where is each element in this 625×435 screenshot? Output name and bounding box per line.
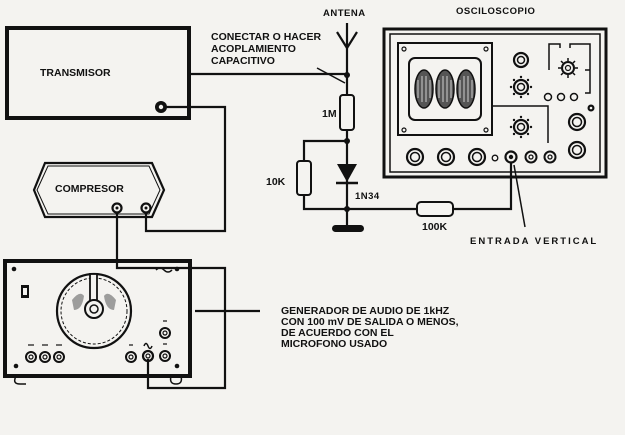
frequency-dial[interactable] bbox=[55, 272, 133, 350]
knob-bottom-2[interactable] bbox=[436, 147, 456, 167]
detector-network: 1M 10K 1N34 100K bbox=[266, 94, 513, 233]
coupling-stub bbox=[316, 67, 346, 84]
compressor-output-jack[interactable] bbox=[140, 202, 152, 214]
sine-output-jack[interactable] bbox=[141, 342, 155, 363]
jack-2[interactable] bbox=[524, 150, 538, 164]
coupling-note-line-1: CONECTAR O HACER bbox=[211, 31, 321, 43]
oscilloscope: OSCILOSCOPIO bbox=[382, 6, 608, 247]
jack-3[interactable] bbox=[543, 150, 557, 164]
coupling-note-line-3: CAPACITIVO bbox=[211, 55, 275, 67]
resistor-1m-label: 1M bbox=[322, 108, 337, 120]
sine-wave-icon bbox=[143, 342, 153, 350]
knob-position-2[interactable] bbox=[509, 115, 533, 139]
antenna-label: ANTENA bbox=[323, 8, 366, 19]
generator-foot-left bbox=[13, 375, 26, 385]
resistor-1m bbox=[339, 94, 355, 131]
resistor-100k bbox=[416, 201, 454, 217]
indicator-lamps bbox=[543, 92, 579, 102]
knob-bottom-1[interactable] bbox=[405, 147, 425, 167]
resistor-10k bbox=[296, 160, 312, 196]
diode-icon bbox=[336, 164, 358, 185]
oscilloscope-label: OSCILOSCOPIO bbox=[456, 6, 535, 17]
resistor-100k-label: 100K bbox=[422, 221, 448, 233]
antenna-junction bbox=[344, 72, 350, 78]
transmitter-output-jack[interactable] bbox=[155, 101, 167, 113]
generator-note-line-2: CON 100 mV DE SALIDA O MENOS, bbox=[281, 316, 459, 328]
power-switch-icon[interactable] bbox=[21, 285, 29, 298]
audio-generator bbox=[3, 259, 192, 385]
compressor-body bbox=[32, 161, 166, 219]
generator-jacks bbox=[25, 320, 171, 363]
ground-icon bbox=[332, 225, 364, 232]
small-jack[interactable] bbox=[587, 104, 595, 112]
indicator-dot bbox=[491, 154, 499, 162]
generator-note-line-1: GENERADOR DE AUDIO DE 1kHZ bbox=[281, 305, 450, 317]
oscilloscope-controls bbox=[405, 43, 595, 167]
antenna-icon bbox=[336, 23, 358, 95]
knob-top[interactable] bbox=[512, 51, 530, 69]
jack-left-1[interactable] bbox=[25, 344, 37, 363]
coupling-note-line-2: ACOPLAMIENTO bbox=[211, 43, 296, 55]
generator-note-line-4: MICROFONO USADO bbox=[281, 338, 387, 350]
modulated-waveform bbox=[414, 69, 476, 109]
vertical-input-jack[interactable] bbox=[504, 150, 518, 164]
generator-note-line-3: DE ACUERDO CON EL bbox=[281, 327, 394, 339]
knob-bottom-3[interactable] bbox=[467, 147, 487, 167]
jack-right-upper[interactable] bbox=[159, 320, 171, 339]
compressor-input-jack[interactable] bbox=[111, 202, 123, 214]
transmitter: TRANSMISOR bbox=[5, 26, 191, 120]
transmitter-label: TRANSMISOR bbox=[40, 67, 111, 79]
generator-foot-right bbox=[169, 375, 183, 385]
antenna: ANTENA bbox=[323, 8, 366, 95]
generator-note: GENERADOR DE AUDIO DE 1kHZ CON 100 mV DE… bbox=[281, 305, 459, 350]
compressor: COMPRESOR bbox=[32, 161, 166, 219]
jack-left-2[interactable] bbox=[39, 344, 51, 363]
oscilloscope-case bbox=[382, 27, 608, 179]
resistor-10k-label: 10K bbox=[266, 176, 286, 188]
vertical-input-pointer bbox=[513, 164, 526, 228]
vertical-input-label: ENTRADA VERTICAL bbox=[470, 236, 598, 247]
jack-right-1[interactable] bbox=[125, 344, 137, 363]
crt-screen bbox=[397, 42, 493, 136]
knob-right-1[interactable] bbox=[567, 112, 587, 132]
generator-logo bbox=[155, 267, 173, 273]
jack-left-3[interactable] bbox=[53, 344, 65, 363]
jack-right-3[interactable] bbox=[159, 343, 171, 362]
wire-compressor-to-generator bbox=[115, 212, 227, 390]
transmitter-box bbox=[5, 26, 191, 120]
knob-right-2[interactable] bbox=[567, 140, 587, 160]
generator-case bbox=[3, 259, 192, 378]
compressor-label: COMPRESOR bbox=[55, 183, 124, 195]
knob-position-1[interactable] bbox=[509, 75, 533, 99]
diode-label: 1N34 bbox=[355, 191, 380, 202]
wire-transmitter-to-compressor bbox=[144, 105, 227, 233]
timebase-selector[interactable] bbox=[548, 43, 591, 94]
coupling-note: CONECTAR O HACER ACOPLAMIENTO CAPACITIVO bbox=[211, 31, 321, 67]
